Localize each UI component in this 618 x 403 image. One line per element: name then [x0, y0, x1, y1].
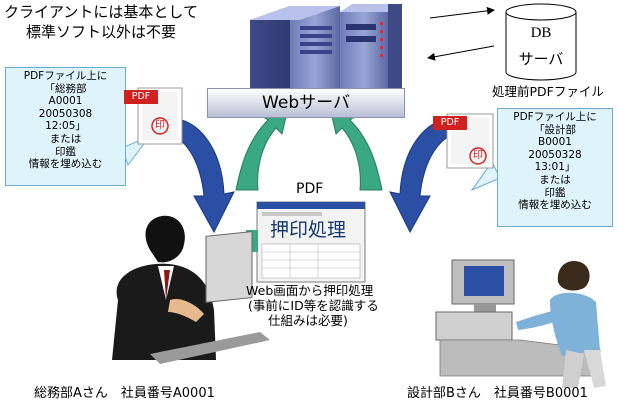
- web-process-line3: 仕組みは必要): [268, 313, 348, 328]
- right-callout-line: B0001: [538, 136, 572, 149]
- user-right-figure-icon: [435, 259, 606, 388]
- right-callout-line: 「設計部: [534, 123, 576, 136]
- left-callout-line: 12:05」: [45, 120, 86, 133]
- db-label-line1: DB: [530, 25, 552, 41]
- right-callout-line: または: [539, 173, 571, 186]
- user-right-caption: 設計部Bさん 社員番号B0001: [407, 386, 588, 401]
- right-embed-callout: PDFファイル上に 「設計部 B0001 20050328 13:01」 または…: [497, 108, 613, 227]
- web-process-line1: Web画面から押印処理: [246, 283, 374, 298]
- arrow-from-db: [427, 45, 495, 61]
- web-server-rack-icon: [250, 4, 402, 92]
- upload-arrow-left: [235, 107, 289, 191]
- web-server-label: Webサーバ: [207, 88, 405, 118]
- download-arrow-right: [389, 117, 461, 234]
- left-callout-line: または: [49, 132, 82, 145]
- left-embed-callout: PDFファイル上に 「総務部 A0001 20050308 12:05」 または…: [5, 67, 126, 186]
- left-callout-line: 「総務部: [44, 82, 87, 95]
- user-left-caption: 総務部Aさん 社員番号A0001: [34, 386, 215, 401]
- client-note-line1: クライアントには基本として: [4, 3, 198, 21]
- db-label-line2: サーバ: [518, 50, 564, 68]
- arrow-to-db: [429, 6, 495, 19]
- right-pdf-tag: PDF: [433, 116, 467, 130]
- client-note-line2: 標準ソフト以外は不要: [26, 23, 177, 41]
- left-callout-line: 情報を埋め込む: [28, 158, 103, 171]
- pre-pdf-label: 処理前PDFファイル: [492, 84, 604, 99]
- left-callout-line: PDFファイル上に: [23, 70, 108, 82]
- left-callout-line: 印鑑: [55, 145, 76, 158]
- left-callout-line: 20050308: [38, 107, 93, 120]
- left-seal-mark: 印: [155, 120, 165, 131]
- right-callout-pointer: [470, 161, 501, 192]
- user-left-figure-icon: [112, 215, 270, 364]
- right-seal-mark: 印: [473, 150, 483, 161]
- stamp-screen-window-icon: [246, 201, 366, 283]
- right-callout-line: PDFファイル上に: [513, 111, 597, 123]
- upload-arrow-right: [329, 107, 383, 191]
- center-pdf-label: PDF: [296, 181, 324, 197]
- right-callout-line: 印鑑: [544, 186, 566, 199]
- stamp-process-title: 押印処理: [270, 219, 347, 241]
- right-callout-line: 情報を埋め込む: [518, 199, 592, 212]
- right-callout-line: 13:01」: [534, 161, 576, 174]
- web-process-line2: (事前にID等を認識する: [248, 298, 379, 313]
- left-pdf-tag: PDF: [124, 90, 158, 104]
- left-callout-line: A0001: [48, 95, 83, 108]
- db-cylinder-icon: [505, 3, 577, 81]
- right-callout-line: 20050328: [528, 148, 582, 161]
